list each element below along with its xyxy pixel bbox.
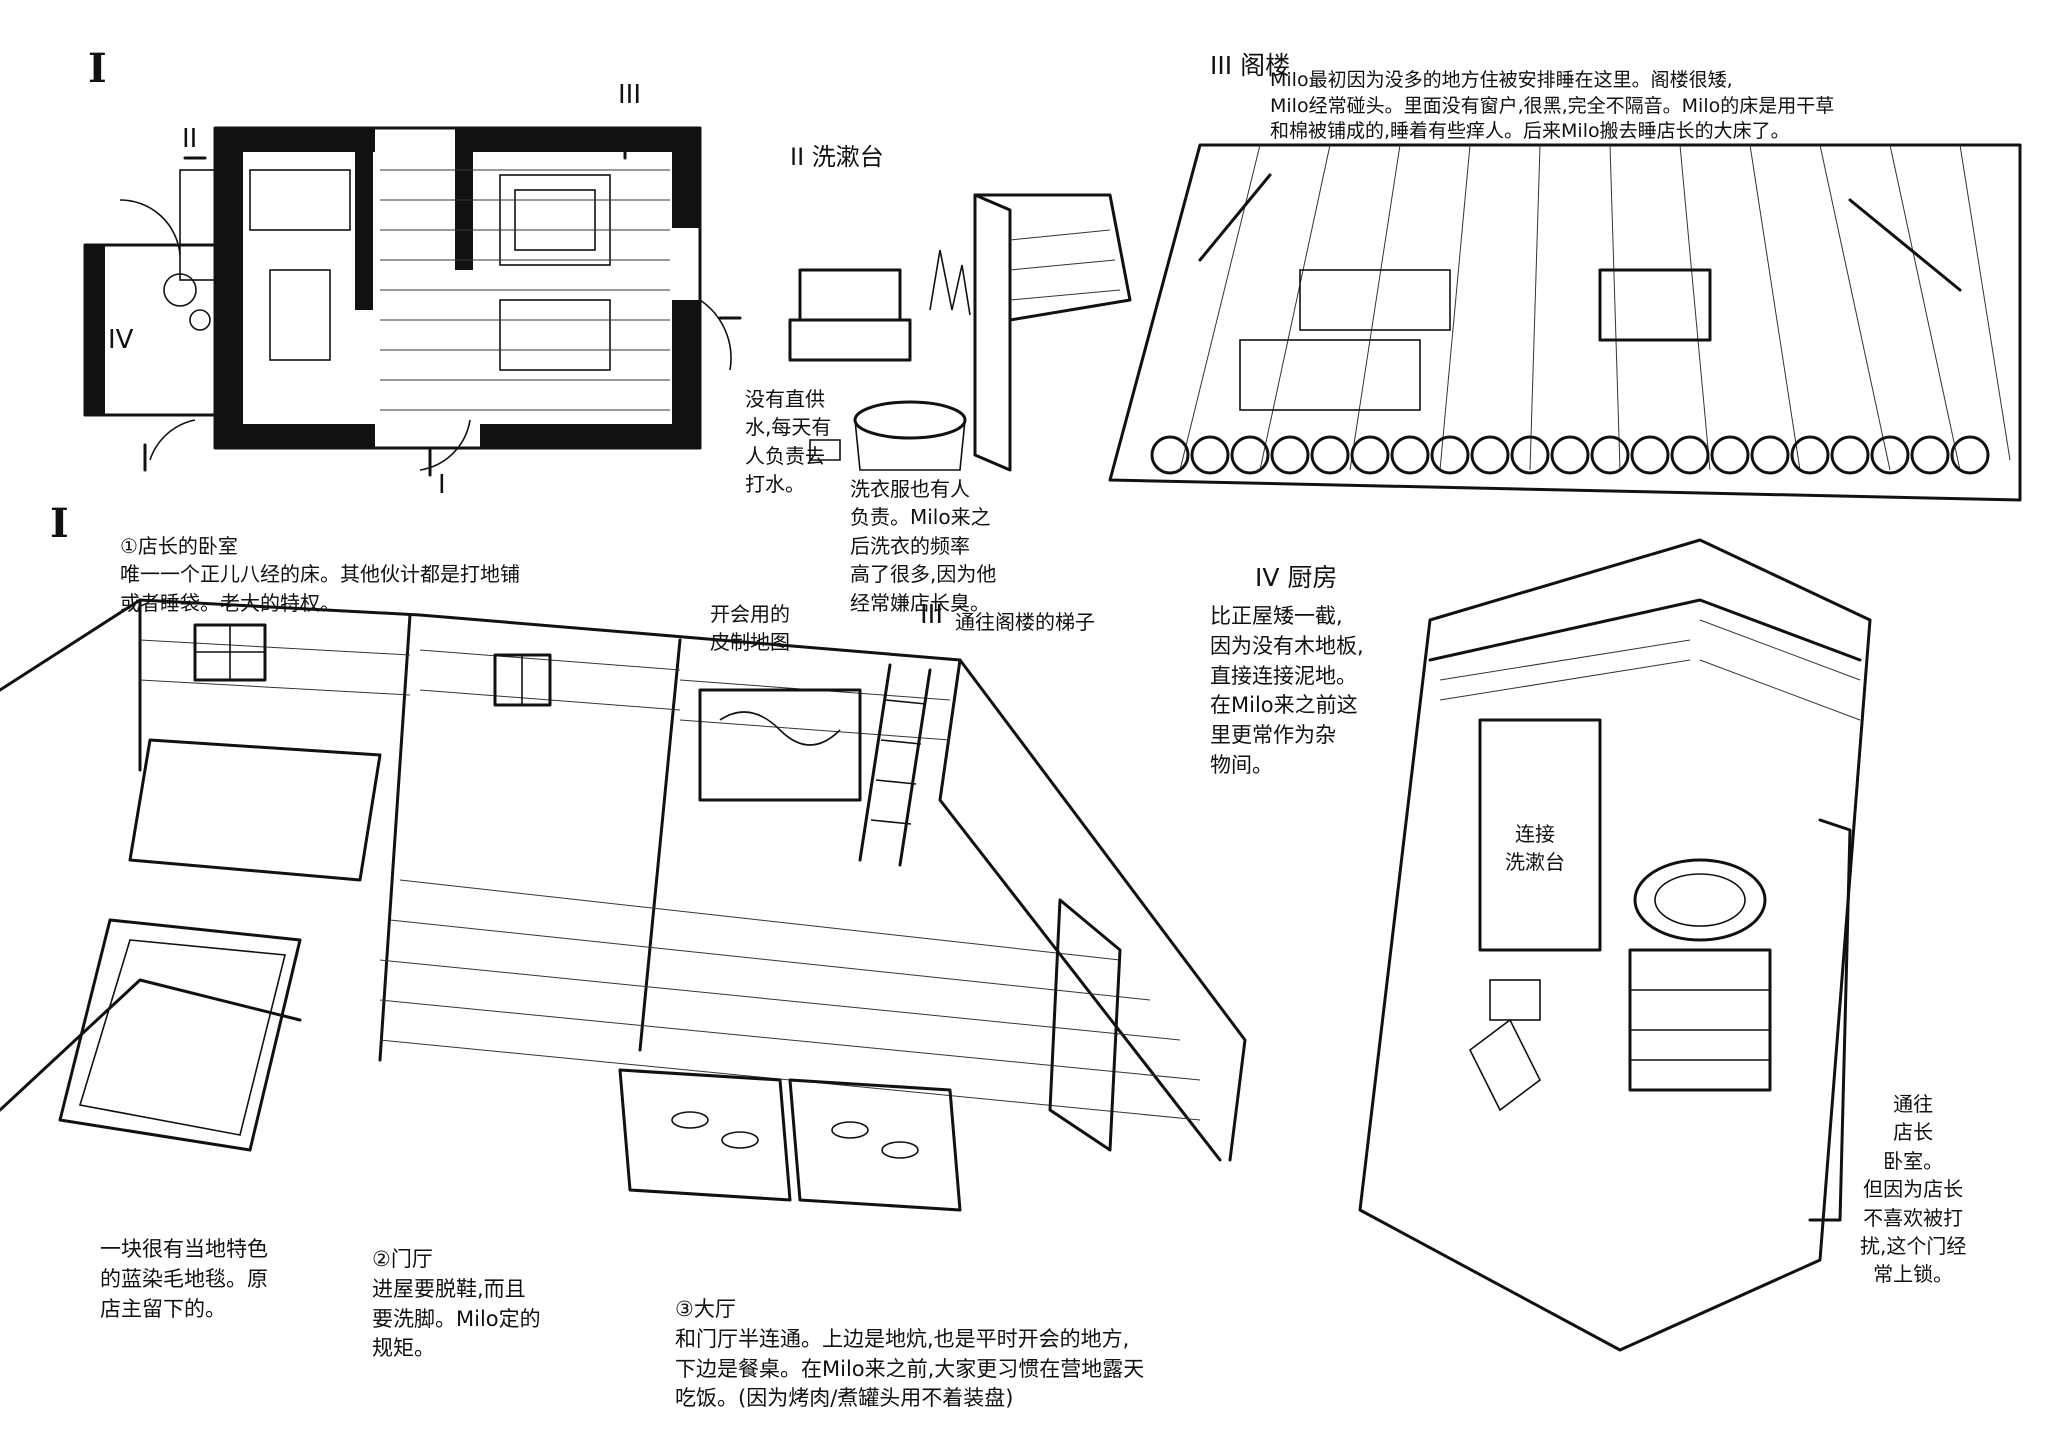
washstand-heading: II 洗漱台 [790, 143, 884, 171]
washstand-laundry-note: 洗衣服也有人 负责。Milo来之 后洗衣的频率 高了很多,因为他 经常嫌店长臭。 [850, 477, 997, 615]
plan-mark-iv: IV [108, 325, 134, 355]
kitchen-door-label: 连接 洗漱台 [1505, 822, 1565, 875]
kitchen-side-note: 通往 店长 卧室。 但因为店长 不喜欢被打 扰,这个门经 常上锁。 [1860, 1092, 1967, 1287]
washstand-water-note: 没有直供 水,每天有 人负责去 打水。 [745, 387, 832, 497]
attic-stair-mark: III [920, 600, 944, 630]
plan-mark-ii: II [182, 124, 198, 154]
interior-section-mark: I [50, 500, 69, 547]
lounge-note: ③大厅 和门厅半连通。上边是地炕,也是平时开会的地方, 下边是餐桌。在Milo来… [675, 1297, 1145, 1411]
attic-drawing [1108, 143, 2022, 502]
floor-plan [83, 126, 742, 477]
washstand-sketch [788, 193, 1132, 472]
hall-note: ②门厅 进屋要脱鞋,而且 要洗脚。Milo定的 规矩。 [372, 1247, 541, 1361]
kitchen-heading: IV 厨房 [1255, 563, 1338, 592]
stairs-note: 通往阁楼的梯子 [955, 610, 1095, 634]
kitchen-description: 比正屋矮一截, 因为没有木地板, 直接连接泥地。 在Milo来之前这 里更常作为… [1210, 604, 1364, 778]
rug-note: 一块很有当地特色 的蓝染毛地毯。原 店主留下的。 [100, 1237, 268, 1321]
plan-mark-iii: III [618, 80, 642, 110]
house-interior-drawing [0, 598, 1247, 1212]
attic-heading: III 阁楼 [1210, 51, 1291, 80]
attic-description: Milo最初因为没多的地方住被安排睡在这里。阁楼很矮, Milo经常碰头。里面没… [1270, 69, 1835, 143]
kitchen-drawing [1358, 538, 1872, 1352]
plan-section-mark: I [88, 45, 107, 92]
plan-mark-door: I [438, 470, 446, 500]
map-note: 开会用的 皮制地图 [710, 602, 790, 655]
bedroom-note: ①店长的卧室 唯一一个正儿八经的床。其他伙计都是打地铺 或者睡袋。老大的特权。 [120, 534, 520, 615]
